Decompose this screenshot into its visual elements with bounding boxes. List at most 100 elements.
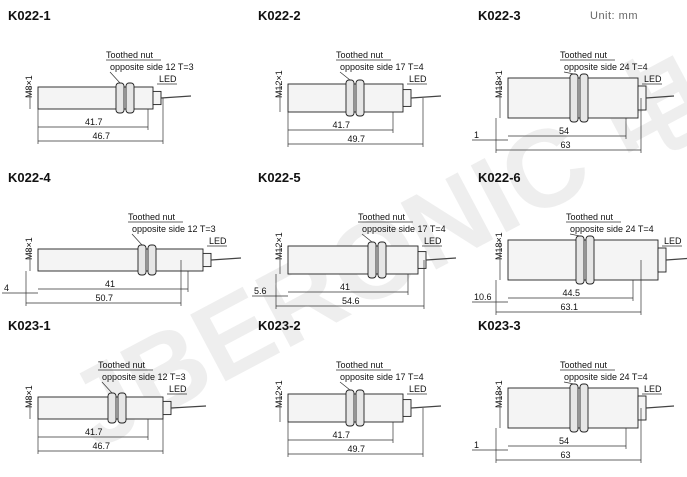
model-title: K022-5 bbox=[258, 170, 301, 185]
nut-leader bbox=[339, 381, 351, 391]
unit-label: Unit: mm bbox=[590, 10, 638, 22]
nut-leader bbox=[569, 233, 581, 237]
toothed-nut-1 bbox=[575, 235, 585, 285]
led-label: LED bbox=[644, 74, 662, 84]
led-label: LED bbox=[409, 384, 427, 394]
dim-value-total: 63 bbox=[561, 450, 571, 460]
nut-leader bbox=[109, 71, 121, 84]
nut-label: Toothed nut bbox=[128, 212, 176, 222]
cable bbox=[665, 257, 687, 261]
cable bbox=[645, 95, 675, 99]
model-title: K022-6 bbox=[478, 170, 521, 185]
led-label: LED bbox=[159, 74, 177, 84]
led-label: LED bbox=[169, 384, 187, 394]
sensor-cap bbox=[402, 89, 412, 107]
dim-value-short: 41.7 bbox=[85, 427, 103, 437]
dim-value-short: 41.7 bbox=[333, 430, 351, 440]
cable bbox=[170, 405, 207, 409]
model-title: K023-3 bbox=[478, 318, 521, 333]
dim-value-short: 54 bbox=[559, 126, 569, 136]
led-label: LED bbox=[409, 74, 427, 84]
dim-value-total: 54.6 bbox=[342, 296, 360, 306]
toothed-nut-1 bbox=[345, 389, 355, 427]
nut-spec: opposite side 12 T=3 bbox=[132, 224, 216, 234]
dim-value-total: 50.7 bbox=[96, 293, 114, 303]
sensor-body bbox=[37, 396, 164, 420]
thread-label: M12×1 bbox=[274, 232, 284, 260]
dim-value-short: 41 bbox=[340, 282, 350, 292]
sensor-body bbox=[37, 86, 154, 110]
dim-value-total: 46.7 bbox=[93, 441, 111, 451]
toothed-nut-1 bbox=[345, 79, 355, 117]
dim-value-total: 49.7 bbox=[348, 444, 366, 454]
thread-label: M8×1 bbox=[24, 385, 34, 408]
sensor-body bbox=[37, 248, 204, 272]
model-title: K023-1 bbox=[8, 318, 51, 333]
sensor-cap bbox=[152, 90, 162, 106]
nut-leader bbox=[361, 233, 373, 243]
thread-label: M8×1 bbox=[24, 237, 34, 260]
toothed-nut-1 bbox=[115, 82, 125, 114]
sensor-cap bbox=[637, 395, 647, 421]
toothed-nut-2 bbox=[579, 383, 589, 433]
sensor-body bbox=[287, 245, 419, 275]
sensor-cap bbox=[162, 400, 172, 416]
sensor-cap bbox=[637, 85, 647, 111]
thread-label: M12×1 bbox=[274, 380, 284, 408]
dim-value-offset: 1 bbox=[474, 440, 479, 450]
nut-label: Toothed nut bbox=[98, 360, 146, 370]
nut-label: Toothed nut bbox=[358, 212, 406, 222]
dim-value-short: 41.7 bbox=[333, 120, 351, 130]
toothed-nut-1 bbox=[367, 241, 377, 279]
dim-value-short: 44.5 bbox=[563, 288, 581, 298]
led-label: LED bbox=[664, 236, 682, 246]
nut-leader bbox=[339, 71, 351, 81]
nut-spec: opposite side 24 T=4 bbox=[570, 224, 654, 234]
nut-spec: opposite side 17 T=4 bbox=[362, 224, 446, 234]
toothed-nut-1 bbox=[137, 244, 147, 276]
toothed-nut-1 bbox=[569, 383, 579, 433]
toothed-nut-2 bbox=[125, 82, 135, 114]
dim-value-offset: 4 bbox=[4, 283, 9, 293]
sensor-cap bbox=[417, 251, 427, 269]
toothed-nut-1 bbox=[569, 73, 579, 123]
nut-label: Toothed nut bbox=[336, 360, 384, 370]
thread-label: M12×1 bbox=[274, 70, 284, 98]
sensor-body bbox=[287, 393, 404, 423]
nut-label: Toothed nut bbox=[336, 50, 384, 60]
toothed-nut-2 bbox=[579, 73, 589, 123]
thread-label: M18×1 bbox=[494, 232, 504, 260]
dim-value-total: 46.7 bbox=[93, 131, 111, 141]
led-label: LED bbox=[644, 384, 662, 394]
toothed-nut-2 bbox=[147, 244, 157, 276]
led-label: LED bbox=[209, 236, 227, 246]
thread-label: M18×1 bbox=[494, 70, 504, 98]
nut-spec: opposite side 12 T=3 bbox=[102, 372, 186, 382]
dim-value-offset: 5.6 bbox=[254, 286, 267, 296]
sensor-cap bbox=[402, 399, 412, 417]
model-title: K022-3 bbox=[478, 8, 521, 23]
dim-value-total: 63 bbox=[561, 140, 571, 150]
sensor-panel-k023-1: K023-1M8×1 Toothed nut opposite side 12 T=… bbox=[8, 318, 207, 454]
dim-value-short: 41.7 bbox=[85, 117, 103, 127]
toothed-nut-2 bbox=[377, 241, 387, 279]
sensor-cap bbox=[202, 252, 212, 268]
nut-label: Toothed nut bbox=[566, 212, 614, 222]
cable bbox=[410, 95, 442, 99]
cable bbox=[410, 405, 442, 409]
sensor-body bbox=[287, 83, 404, 113]
dim-value-total: 49.7 bbox=[348, 134, 366, 144]
toothed-nut-2 bbox=[355, 389, 365, 427]
nut-spec: opposite side 17 T=4 bbox=[340, 62, 424, 72]
nut-spec: opposite side 24 T=4 bbox=[564, 62, 648, 72]
